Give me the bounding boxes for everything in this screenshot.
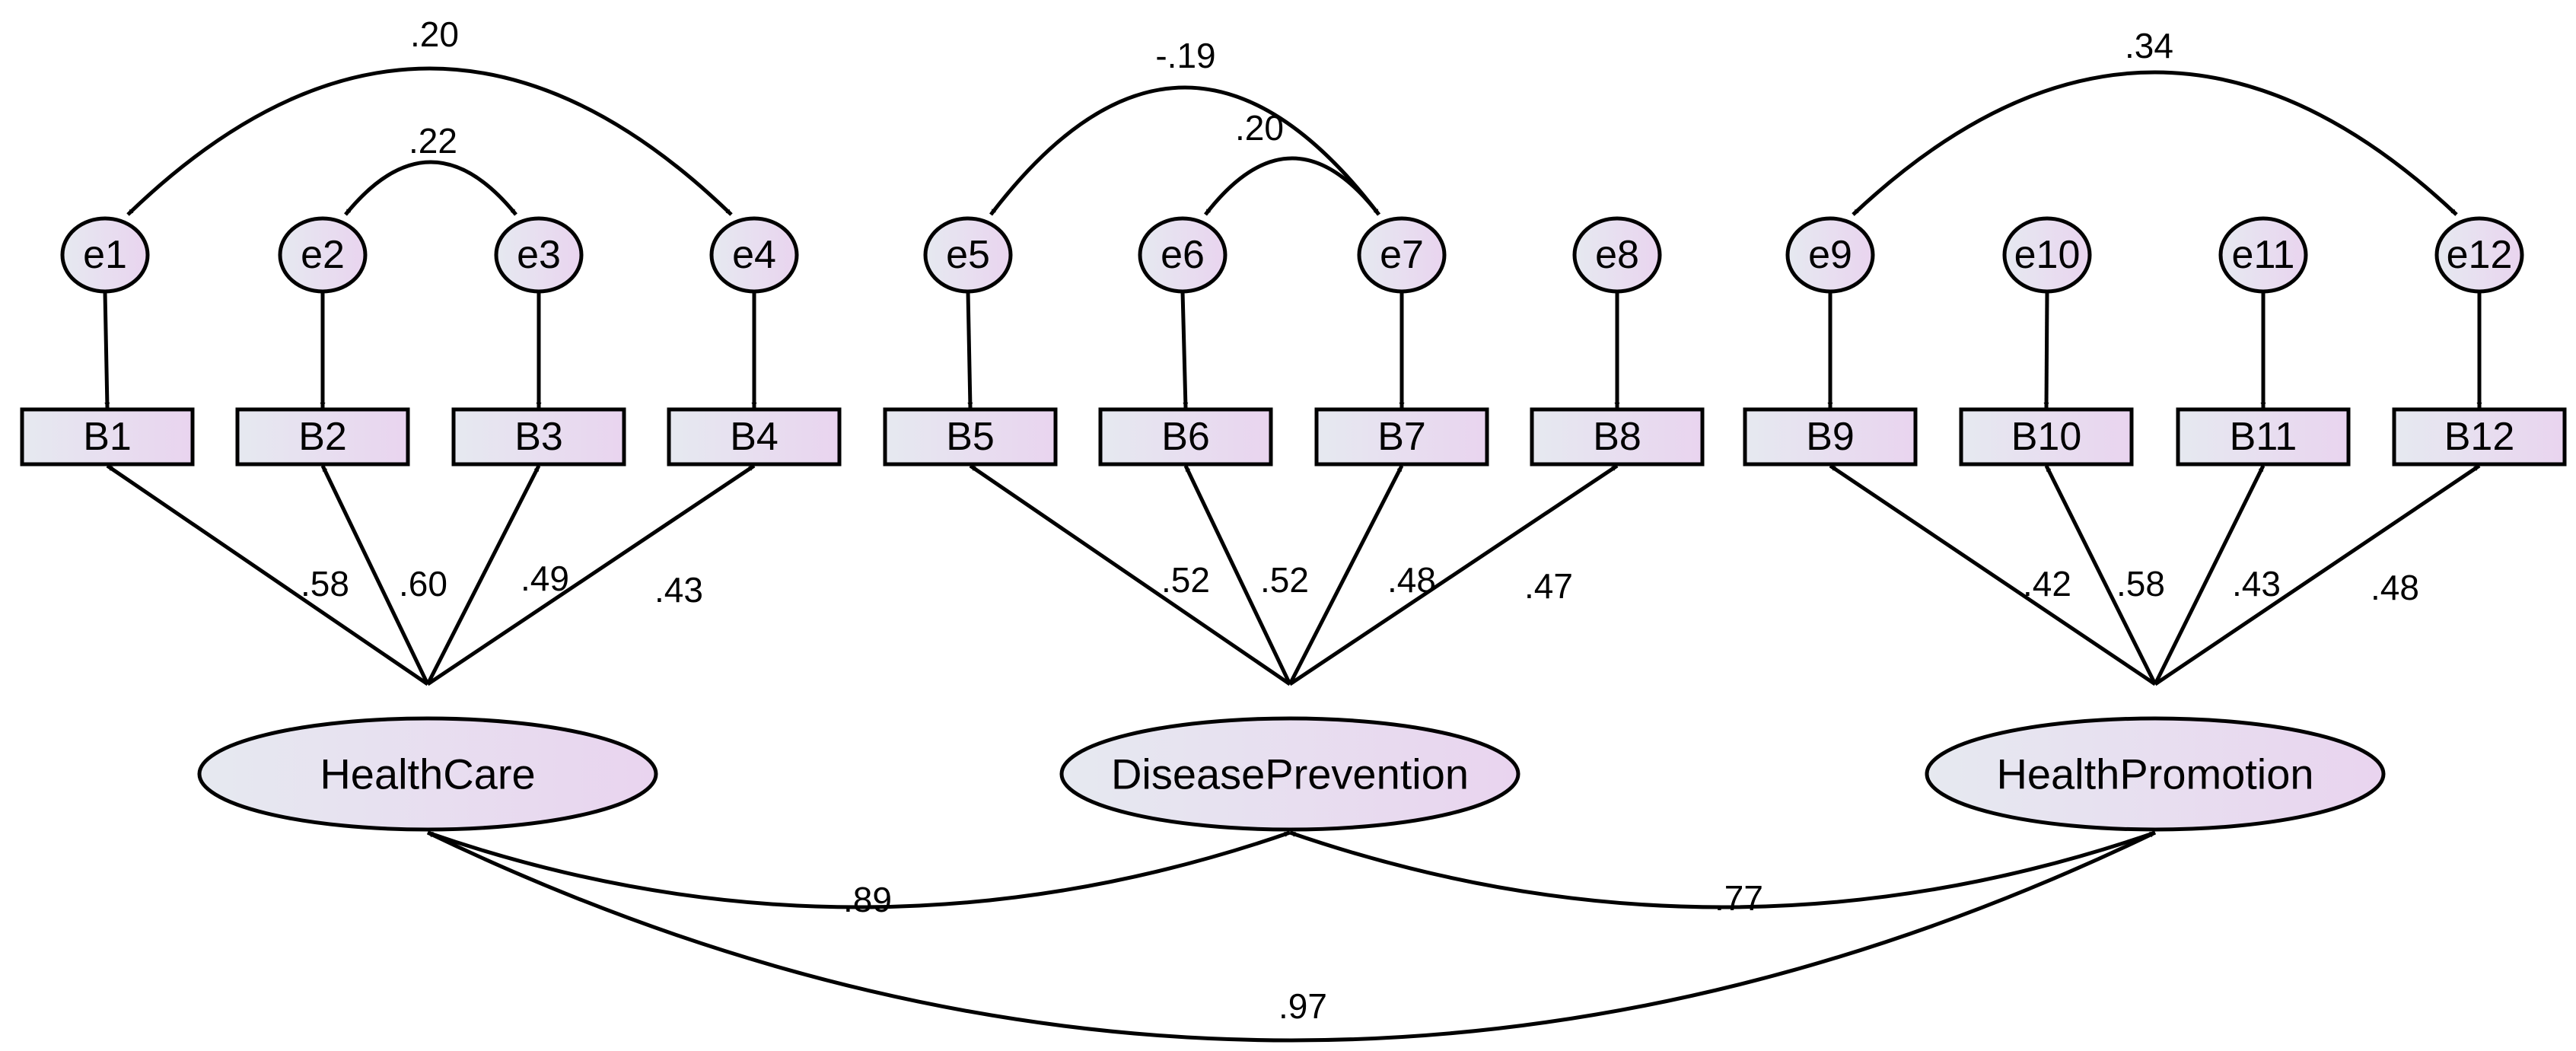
error-path-e5 [966,291,973,409]
loading-path-B2 [320,464,430,686]
error-covariance-label-e9-e12: .34 [2125,26,2173,65]
loading-path-B1 [106,463,429,686]
loading-path-B9 [1829,463,2157,686]
loading-label-B7: .48 [1387,560,1436,600]
error-covariance-e5-e7 [989,85,1380,216]
loading-label-B3: .49 [521,559,569,598]
loading-path-B11 [2153,464,2266,686]
error-node-e3 [494,216,584,294]
latent-correlation-3 [426,830,2157,1043]
indicator-box-B2 [235,407,410,467]
error-covariance-label-e5-e7: -.19 [1155,36,1215,75]
indicator-box-B10 [1959,407,2134,467]
error-covariance-e9-e12 [1852,70,2458,216]
indicator-label-B7: B7 [1377,415,1426,459]
indicator-label-B8: B8 [1593,415,1641,459]
loading-label-B12: .48 [2371,568,2419,607]
loading-label-B9: .42 [2023,564,2071,604]
indicator-box-B9 [1743,407,1918,467]
indicator-label-B5: B5 [946,415,995,459]
loading-path-B7 [1288,464,1404,686]
loading-path-B3 [425,464,541,686]
indicator-label-B6: B6 [1161,415,1210,459]
indicator-box-B11 [2176,407,2351,467]
loading-label-B4: .43 [654,570,703,610]
indicator-box-B1 [20,407,195,467]
error-label-e11: e11 [2232,233,2295,277]
latent-label-HealthCare: HealthCare [320,750,535,798]
latent-node-DiseasePrevention [1059,716,1520,832]
error-node-e6 [1138,216,1228,294]
indicator-box-B6 [1098,407,1273,467]
error-label-e6: e6 [1161,233,1205,277]
latent-correlation-1 [427,830,1291,909]
indicator-label-B1: B1 [83,415,132,459]
loading-label-B8: .47 [1524,566,1573,606]
error-node-e5 [923,216,1013,294]
error-label-e1: e1 [83,233,127,277]
loading-path-B4 [426,463,756,686]
loading-label-B2: .60 [399,564,447,604]
error-label-e10: e10 [2014,233,2081,277]
error-label-e2: e2 [301,233,345,277]
indicator-label-B11: B11 [2230,415,2297,459]
indicator-label-B10: B10 [2011,415,2082,459]
loading-path-B10 [2044,464,2157,686]
error-label-e3: e3 [517,233,561,277]
indicator-label-B9: B9 [1806,415,1855,459]
error-covariance-label-e6-e7: .20 [1235,108,1284,148]
error-label-e5: e5 [946,233,990,277]
error-path-e6 [1180,291,1189,409]
error-node-e10 [2002,216,2092,294]
error-node-e11 [2218,216,2308,294]
latent-node-HealthPromotion [1925,716,2386,832]
error-label-e8: e8 [1595,233,1639,277]
latent-correlation-2 [1289,830,2156,909]
error-covariance-e2-e3 [344,160,517,216]
loading-path-B12 [2154,463,2481,686]
error-node-e7 [1357,216,1447,294]
indicator-box-B7 [1314,407,1489,467]
indicator-label-B2: B2 [298,415,347,459]
latent-correlation-label-3: .97 [1278,986,1327,1026]
loading-path-B6 [1183,464,1292,686]
loading-label-B10: .58 [2116,564,2165,604]
loading-label-B6: .52 [1260,560,1309,600]
error-node-e8 [1572,216,1662,294]
error-label-e4: e4 [732,233,776,277]
loading-label-B11: .43 [2232,564,2281,604]
latent-label-HealthPromotion: HealthPromotion [1996,750,2313,798]
error-covariance-e6-e7 [1204,156,1380,216]
error-label-e7: e7 [1380,233,1424,277]
error-covariance-label-e2-e3: .22 [409,121,457,161]
latent-correlation-label-2: .77 [1715,878,1763,918]
indicator-box-B8 [1530,407,1705,467]
error-path-e10 [2043,291,2049,409]
indicator-label-B3: B3 [514,415,563,459]
latent-node-HealthCare [197,716,658,832]
error-path-e1 [103,291,110,409]
indicator-label-B12: B12 [2444,415,2515,459]
indicator-box-B12 [2392,407,2567,467]
latent-label-DiseasePrevention: DiseasePrevention [1111,750,1469,798]
indicator-box-B4 [667,407,842,467]
error-label-e12: e12 [2447,233,2513,277]
error-node-e1 [60,216,150,294]
error-node-e12 [2434,216,2524,294]
loading-path-B5 [969,463,1291,686]
latent-correlation-label-1: .89 [843,880,892,919]
error-label-e9: e9 [1808,233,1852,277]
loading-label-B1: .58 [301,564,349,604]
indicator-label-B4: B4 [730,415,779,459]
error-node-e4 [709,216,799,294]
error-covariance-label-e1-e4: .20 [410,14,459,54]
loading-path-B8 [1288,463,1619,686]
indicator-box-B5 [883,407,1058,467]
error-node-e2 [278,216,368,294]
error-covariance-e1-e4 [126,66,733,216]
indicator-box-B3 [451,407,626,467]
loading-label-B5: .52 [1161,560,1210,600]
error-node-e9 [1785,216,1875,294]
